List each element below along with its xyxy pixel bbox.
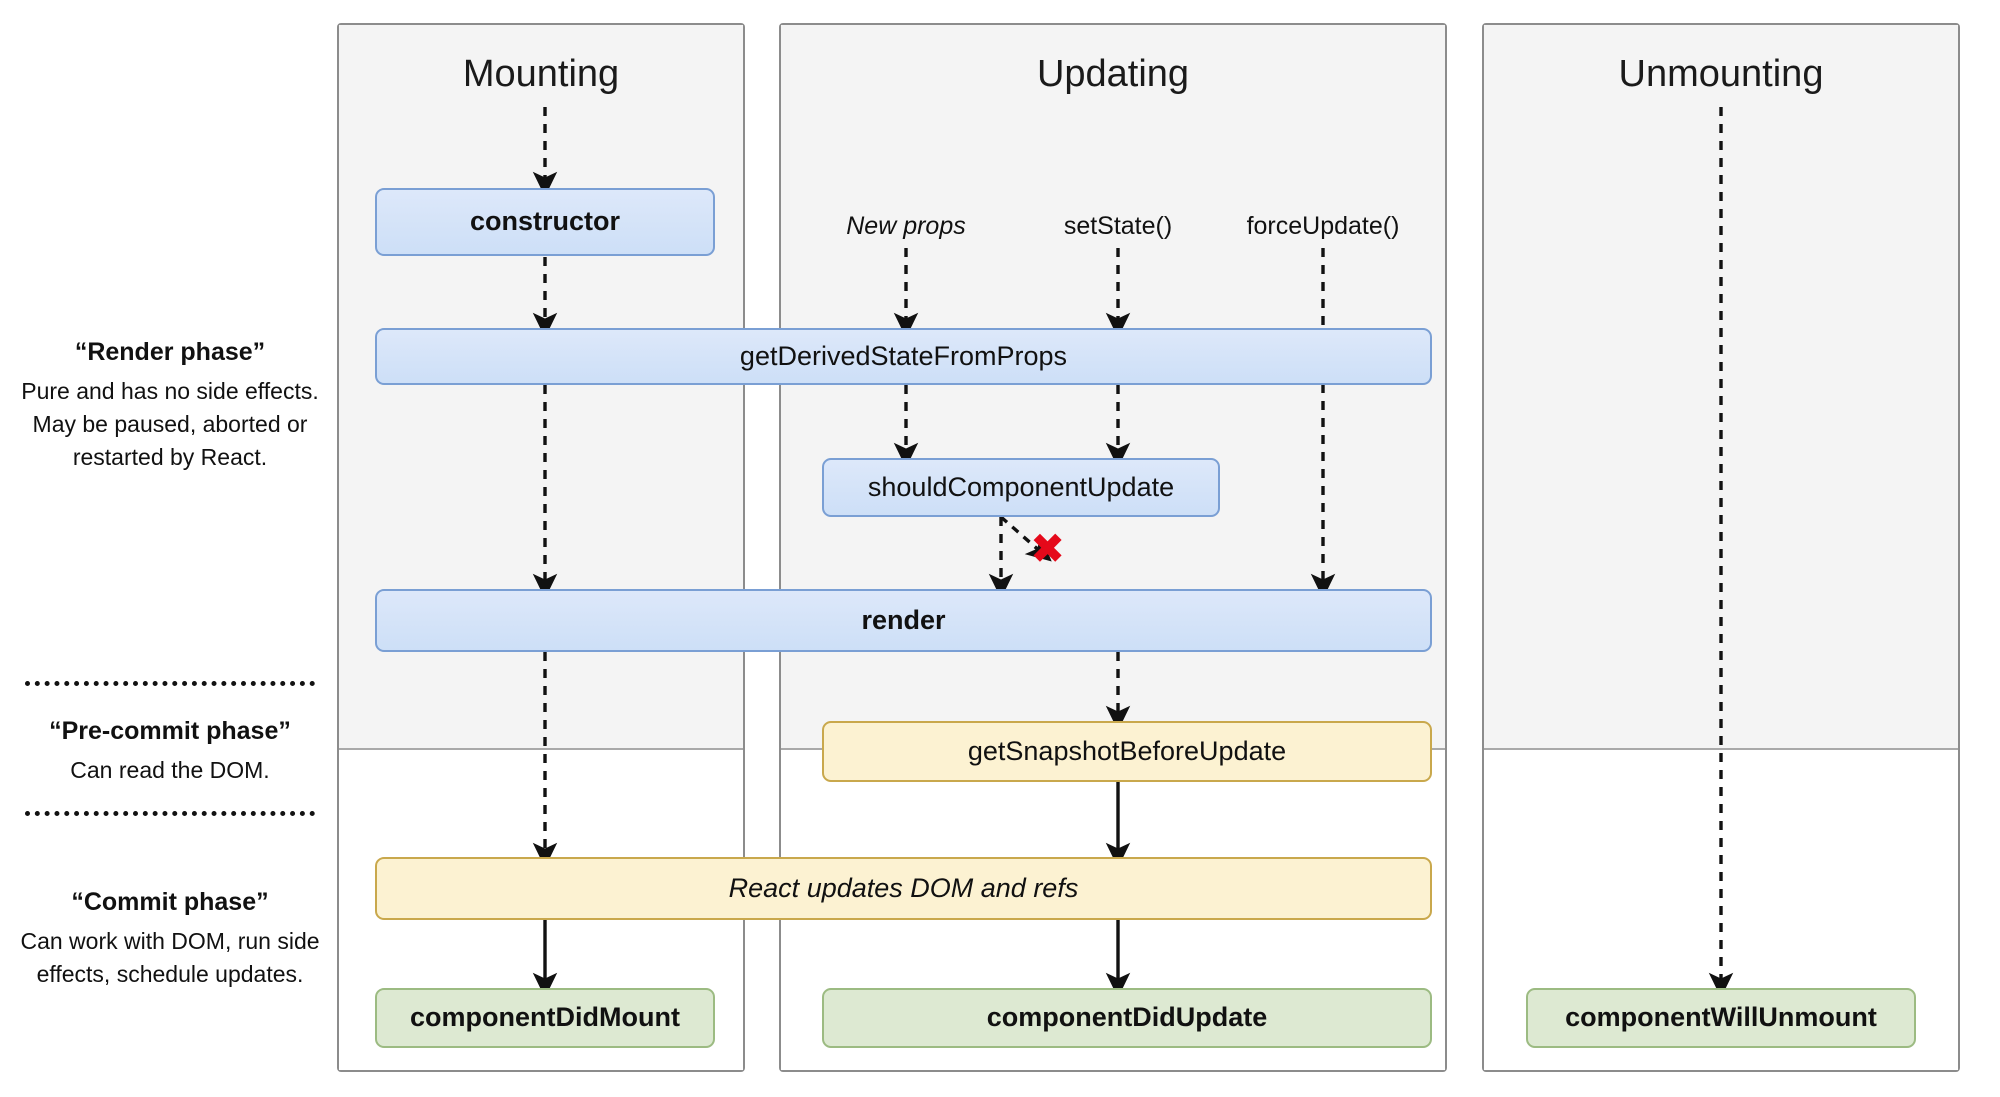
lifecycle-node-react-updates-dom-and-refs-label: React updates DOM and refs [728, 872, 1079, 903]
column-title-unmounting: Unmounting [1618, 53, 1824, 95]
phase-legend-render-phase-description: Pure and has no side effects. May be pau… [21, 378, 319, 470]
lifecycle-node-get-derived-state-from-props[interactable]: getDerivedStateFromProps [375, 328, 1432, 385]
lifecycle-node-component-did-mount[interactable]: componentDidMount [375, 988, 715, 1048]
trigger-label-set-state: setState() [1063, 212, 1173, 240]
phase-legend-pre-commit-phase-description: Can read the DOM. [70, 757, 270, 784]
column-title-updating: Updating [1036, 53, 1190, 95]
lifecycle-node-component-will-unmount[interactable]: componentWillUnmount [1526, 988, 1916, 1048]
phase-legend-pre-commit-phase: “Pre-commit phase” Can read the DOM. [20, 716, 320, 787]
lifecycle-node-react-updates-dom-and-refs: React updates DOM and refs [375, 857, 1432, 920]
lifecycle-node-should-component-update-label: shouldComponentUpdate [867, 471, 1175, 502]
phase-legend-commit-phase: “Commit phase” Can work with DOM, run si… [20, 887, 320, 991]
trigger-label-new-props: New props [846, 212, 966, 240]
phase-divider-top [25, 681, 315, 686]
abort-x-icon: ✖ [1030, 524, 1066, 573]
lifecycle-node-should-component-update[interactable]: shouldComponentUpdate [822, 458, 1220, 517]
phase-legend-commit-phase-description: Can work with DOM, run side effects, sch… [20, 928, 320, 987]
lifecycle-node-get-derived-state-from-props-label: getDerivedStateFromProps [739, 340, 1068, 371]
column-panel-unmounting [1482, 23, 1960, 1072]
lifecycle-node-component-will-unmount-label: componentWillUnmount [1565, 1002, 1877, 1033]
column-title-mounting: Mounting [462, 53, 620, 95]
lifecycle-node-render[interactable]: render [375, 589, 1432, 652]
lifecycle-node-constructor-label: constructor [469, 206, 621, 237]
lifecycle-node-constructor[interactable]: constructor [375, 188, 715, 256]
trigger-label-force-update: forceUpdate() [1246, 212, 1400, 240]
lifecycle-node-component-did-mount-label: componentDidMount [410, 1002, 680, 1033]
phase-legend-pre-commit-phase-heading: “Pre-commit phase” [49, 717, 291, 745]
phase-divider-bottom [25, 811, 315, 816]
lifecycle-node-render-label: render [861, 604, 946, 635]
lifecycle-node-component-did-update[interactable]: componentDidUpdate [822, 988, 1432, 1048]
lifecycle-node-get-snapshot-before-update-label: getSnapshotBeforeUpdate [967, 735, 1287, 766]
phase-legend-commit-phase-heading: “Commit phase” [71, 888, 269, 916]
lifecycle-node-get-snapshot-before-update[interactable]: getSnapshotBeforeUpdate [822, 721, 1432, 782]
lifecycle-node-component-did-update-label: componentDidUpdate [986, 1002, 1268, 1033]
phase-legend-render-phase-heading: “Render phase” [74, 338, 266, 366]
phase-legend-render-phase: “Render phase” Pure and has no side effe… [20, 337, 320, 473]
unmounting-render-zone [1484, 25, 1958, 750]
